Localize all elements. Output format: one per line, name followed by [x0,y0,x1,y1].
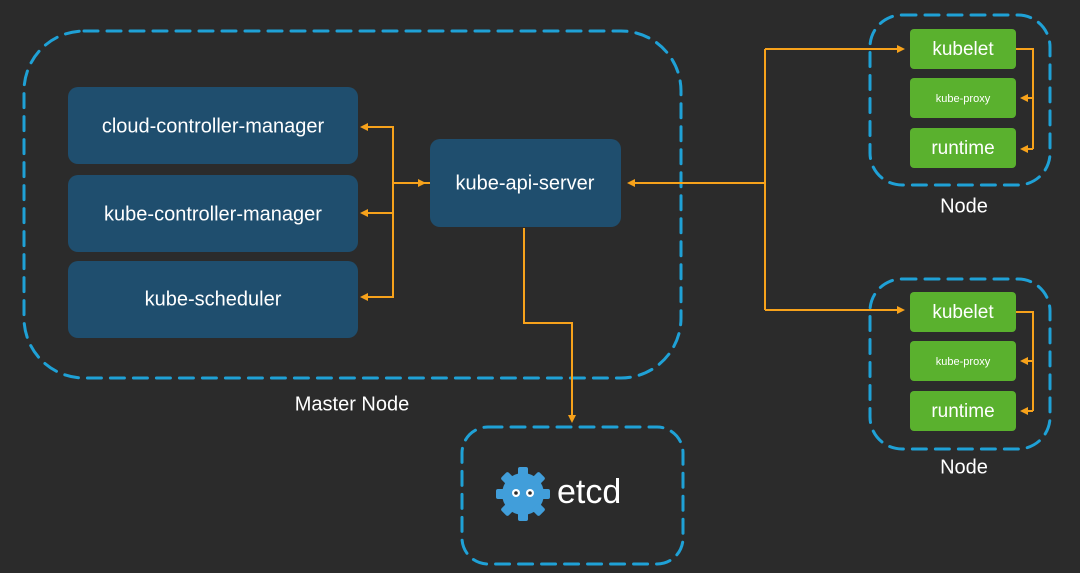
node-1-boundary [868,13,1052,187]
node-2-label: Node [940,456,988,478]
node-2-boundary [868,277,1052,451]
kube-proxy-label: kube-proxy [936,356,991,368]
runtime-label: runtime [931,401,994,422]
node-2-runtime: runtime [910,391,1016,431]
kubelet-label: kubelet [932,39,994,60]
connectors [360,45,1034,423]
master-component-cloud-controller-manager: cloud-controller-manager [68,87,358,164]
master-node-boundary [22,29,683,380]
node-2-kube-proxy: kube-proxy [910,341,1016,381]
api-server-label: kube-api-server [456,172,595,194]
etcd-logo-icon [496,467,550,521]
master-component-kube-scheduler: kube-scheduler [68,261,358,338]
node-1-kube-proxy: kube-proxy [910,78,1016,118]
etcd-boundary [460,425,685,566]
runtime-label: runtime [931,138,994,159]
master-node-label: Master Node [295,393,410,415]
master-component-kube-controller-manager: kube-controller-manager [68,175,358,252]
kube-api-server-box: kube-api-server [430,139,621,227]
component-label: kube-scheduler [145,288,282,310]
component-label: cloud-controller-manager [102,115,325,137]
connector-api-to-kube-controller [360,183,394,217]
node-1-kubelet: kubelet [910,29,1016,69]
connector-node2-kubelet-bus [1016,311,1034,411]
connector-api-to-scheduler [360,213,394,301]
connector-node1-kubelet-bus [1016,48,1034,149]
connector-api-to-etcd [523,228,576,423]
node-1-runtime: runtime [910,128,1016,168]
kubelet-label: kubelet [932,302,994,323]
connector-api-to-controllers [360,123,430,184]
node-1-label: Node [940,195,988,217]
component-label: kube-controller-manager [104,203,322,225]
node-2-kubelet: kubelet [910,292,1016,332]
etcd-label: etcd [557,473,621,511]
kube-proxy-label: kube-proxy [936,93,991,105]
